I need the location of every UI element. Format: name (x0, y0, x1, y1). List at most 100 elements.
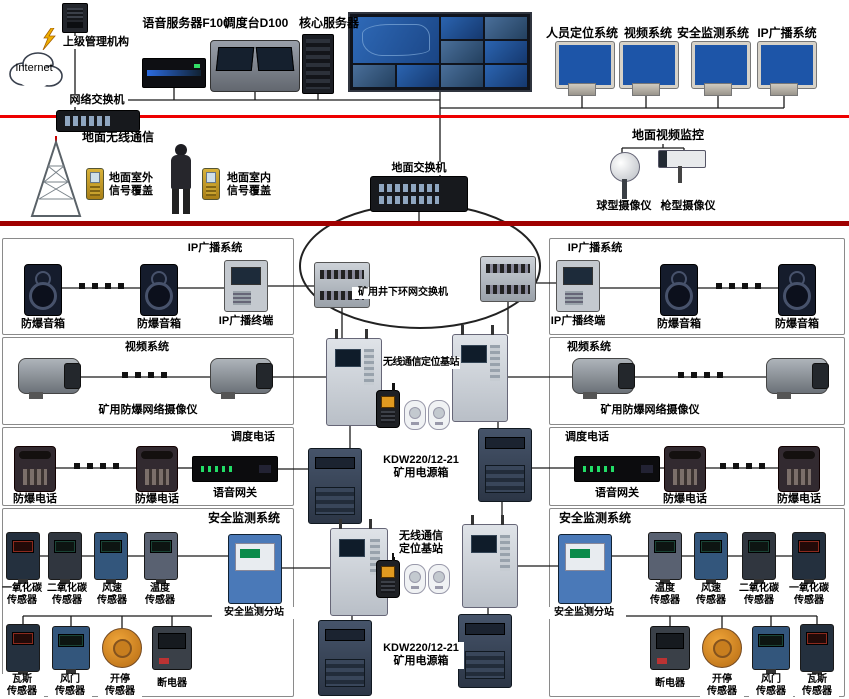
ground-wireless-label: 地面无线通信 (81, 130, 154, 144)
explosion-proof-phone (136, 446, 178, 492)
ip-broadcast-terminal (224, 260, 268, 312)
dome-camera-label: 球型摄像仪 (596, 200, 652, 212)
base-station (326, 329, 382, 426)
person-figure (164, 144, 198, 214)
base-station-label-2: 无线通信 定位基站 (394, 530, 448, 557)
wall-screen-cell (353, 17, 439, 63)
right-broadcast-title: IP广播系统 (567, 242, 623, 254)
voice-gateway (192, 456, 278, 482)
explosion-proof-speaker (24, 264, 62, 316)
connection-dots (79, 283, 124, 289)
wind-speed-sensor (694, 532, 728, 580)
base-station (462, 515, 518, 608)
wireless-handset (376, 383, 400, 428)
temp-sensor-label: 温度传感器 (145, 583, 175, 607)
gas-sensor-label: 瓦斯传感器 (0, 674, 44, 699)
co2-sensor-label: 二氧化碳传感器 (739, 583, 779, 607)
broadcast-terminal-label: IP广播终端 (550, 315, 606, 327)
onoff-sensor-label: 开停传感器 (98, 674, 142, 699)
indoor-coverage-label: 地面室内 信号覆盖 (227, 172, 271, 198)
substation-label: 安全监测分站 (212, 607, 296, 620)
connection-dots (720, 463, 765, 469)
co-sensor (792, 532, 826, 580)
left-broadcast-title: IP广播系统 (187, 242, 243, 254)
co-sensor (6, 532, 40, 580)
mine-power-box (458, 614, 512, 688)
speaker-label: 防爆音箱 (21, 318, 65, 330)
explosion-proof-speaker (140, 264, 178, 316)
gas-sensor-label: 瓦斯传感器 (795, 674, 839, 699)
outdoor-coverage-label: 地面室外 信号覆盖 (109, 172, 153, 198)
wind-sensor-label: 风速传感器 (696, 583, 726, 607)
indoor-phone (202, 168, 220, 200)
mine-power-box (478, 428, 532, 502)
mine-camera-label: 矿用防爆网络摄像仪 (98, 404, 198, 416)
surface-divider-line (0, 115, 849, 118)
wall-screen-cell (441, 17, 483, 39)
power-box-label-1: KDW220/12-21 矿用电源箱 (378, 454, 464, 481)
voice-server-device (142, 58, 206, 88)
management-label: 上级管理机构 (56, 36, 136, 50)
wall-screen-cell (485, 17, 527, 39)
positioning-tag (404, 400, 426, 430)
explosion-proof-phone (778, 446, 820, 492)
dome-camera (608, 152, 640, 200)
right-video-title: 视频系统 (567, 341, 611, 353)
ground-switch-label: 地面交换机 (386, 162, 452, 176)
mine-network-camera (766, 358, 828, 399)
power-breaker (650, 626, 690, 670)
video-wall (348, 12, 532, 92)
co-sensor-label: 一氧化碳传感器 (789, 583, 829, 607)
explosion-proof-phone (14, 446, 56, 492)
positioning-tag (428, 564, 450, 594)
speaker-label: 防爆音箱 (775, 318, 819, 330)
wireless-handset (376, 553, 400, 598)
temperature-sensor (648, 532, 682, 580)
explosion-proof-speaker (660, 264, 698, 316)
door-sensor-label: 风门传感器 (48, 674, 92, 699)
network-switch-label: 网络交换机 (66, 94, 128, 108)
mine-network-camera (18, 358, 80, 399)
voice-server-label: 语音服务器F100 (142, 16, 230, 30)
co2-sensor-label: 二氧化碳传感器 (47, 583, 87, 607)
wall-screen-cell (485, 65, 527, 87)
speaker-label: 防爆音箱 (657, 318, 701, 330)
phone-label: 防爆电话 (663, 493, 707, 505)
gas-sensor (800, 624, 834, 672)
co2-sensor (742, 532, 776, 580)
door-sensor-label: 风门传感器 (749, 674, 793, 699)
management-server-tower (62, 3, 88, 33)
explosion-proof-speaker (778, 264, 816, 316)
lightning-icon (42, 28, 56, 50)
video-monitor (620, 42, 678, 96)
outdoor-phone (86, 168, 104, 200)
ip-broadcast-terminal (556, 260, 600, 312)
mine-network-camera (572, 358, 634, 399)
left-video-title: 视频系统 (125, 341, 169, 353)
wall-screen-cell (485, 41, 527, 63)
base-station (452, 325, 508, 422)
base-station-label-1: 无线通信定位基站 (382, 357, 460, 370)
positioning-monitor (556, 42, 614, 96)
explosion-proof-phone (664, 446, 706, 492)
connection-dots (716, 283, 761, 289)
ground-switch-device (370, 176, 468, 212)
wall-screen-cell (353, 65, 395, 87)
internet-label: Internet (15, 62, 53, 74)
wall-screen-cell (441, 65, 483, 87)
right-phone-title: 调度电话 (565, 431, 609, 443)
gun-camera (658, 150, 708, 184)
connection-dots (74, 463, 119, 469)
safety-monitor (692, 42, 750, 96)
on-off-sensor (702, 628, 742, 668)
phone-label: 防爆电话 (13, 493, 57, 505)
monitor-label-positioning: 人员定位系统 (545, 26, 618, 40)
voice-gateway (574, 456, 660, 482)
dispatch-console-device (210, 40, 300, 92)
safety-monitoring-substation (228, 534, 282, 604)
wall-screen-cell (441, 41, 483, 63)
internet-cloud (9, 52, 63, 88)
on-off-sensor (102, 628, 142, 668)
left-phone-title: 调度电话 (231, 431, 275, 443)
